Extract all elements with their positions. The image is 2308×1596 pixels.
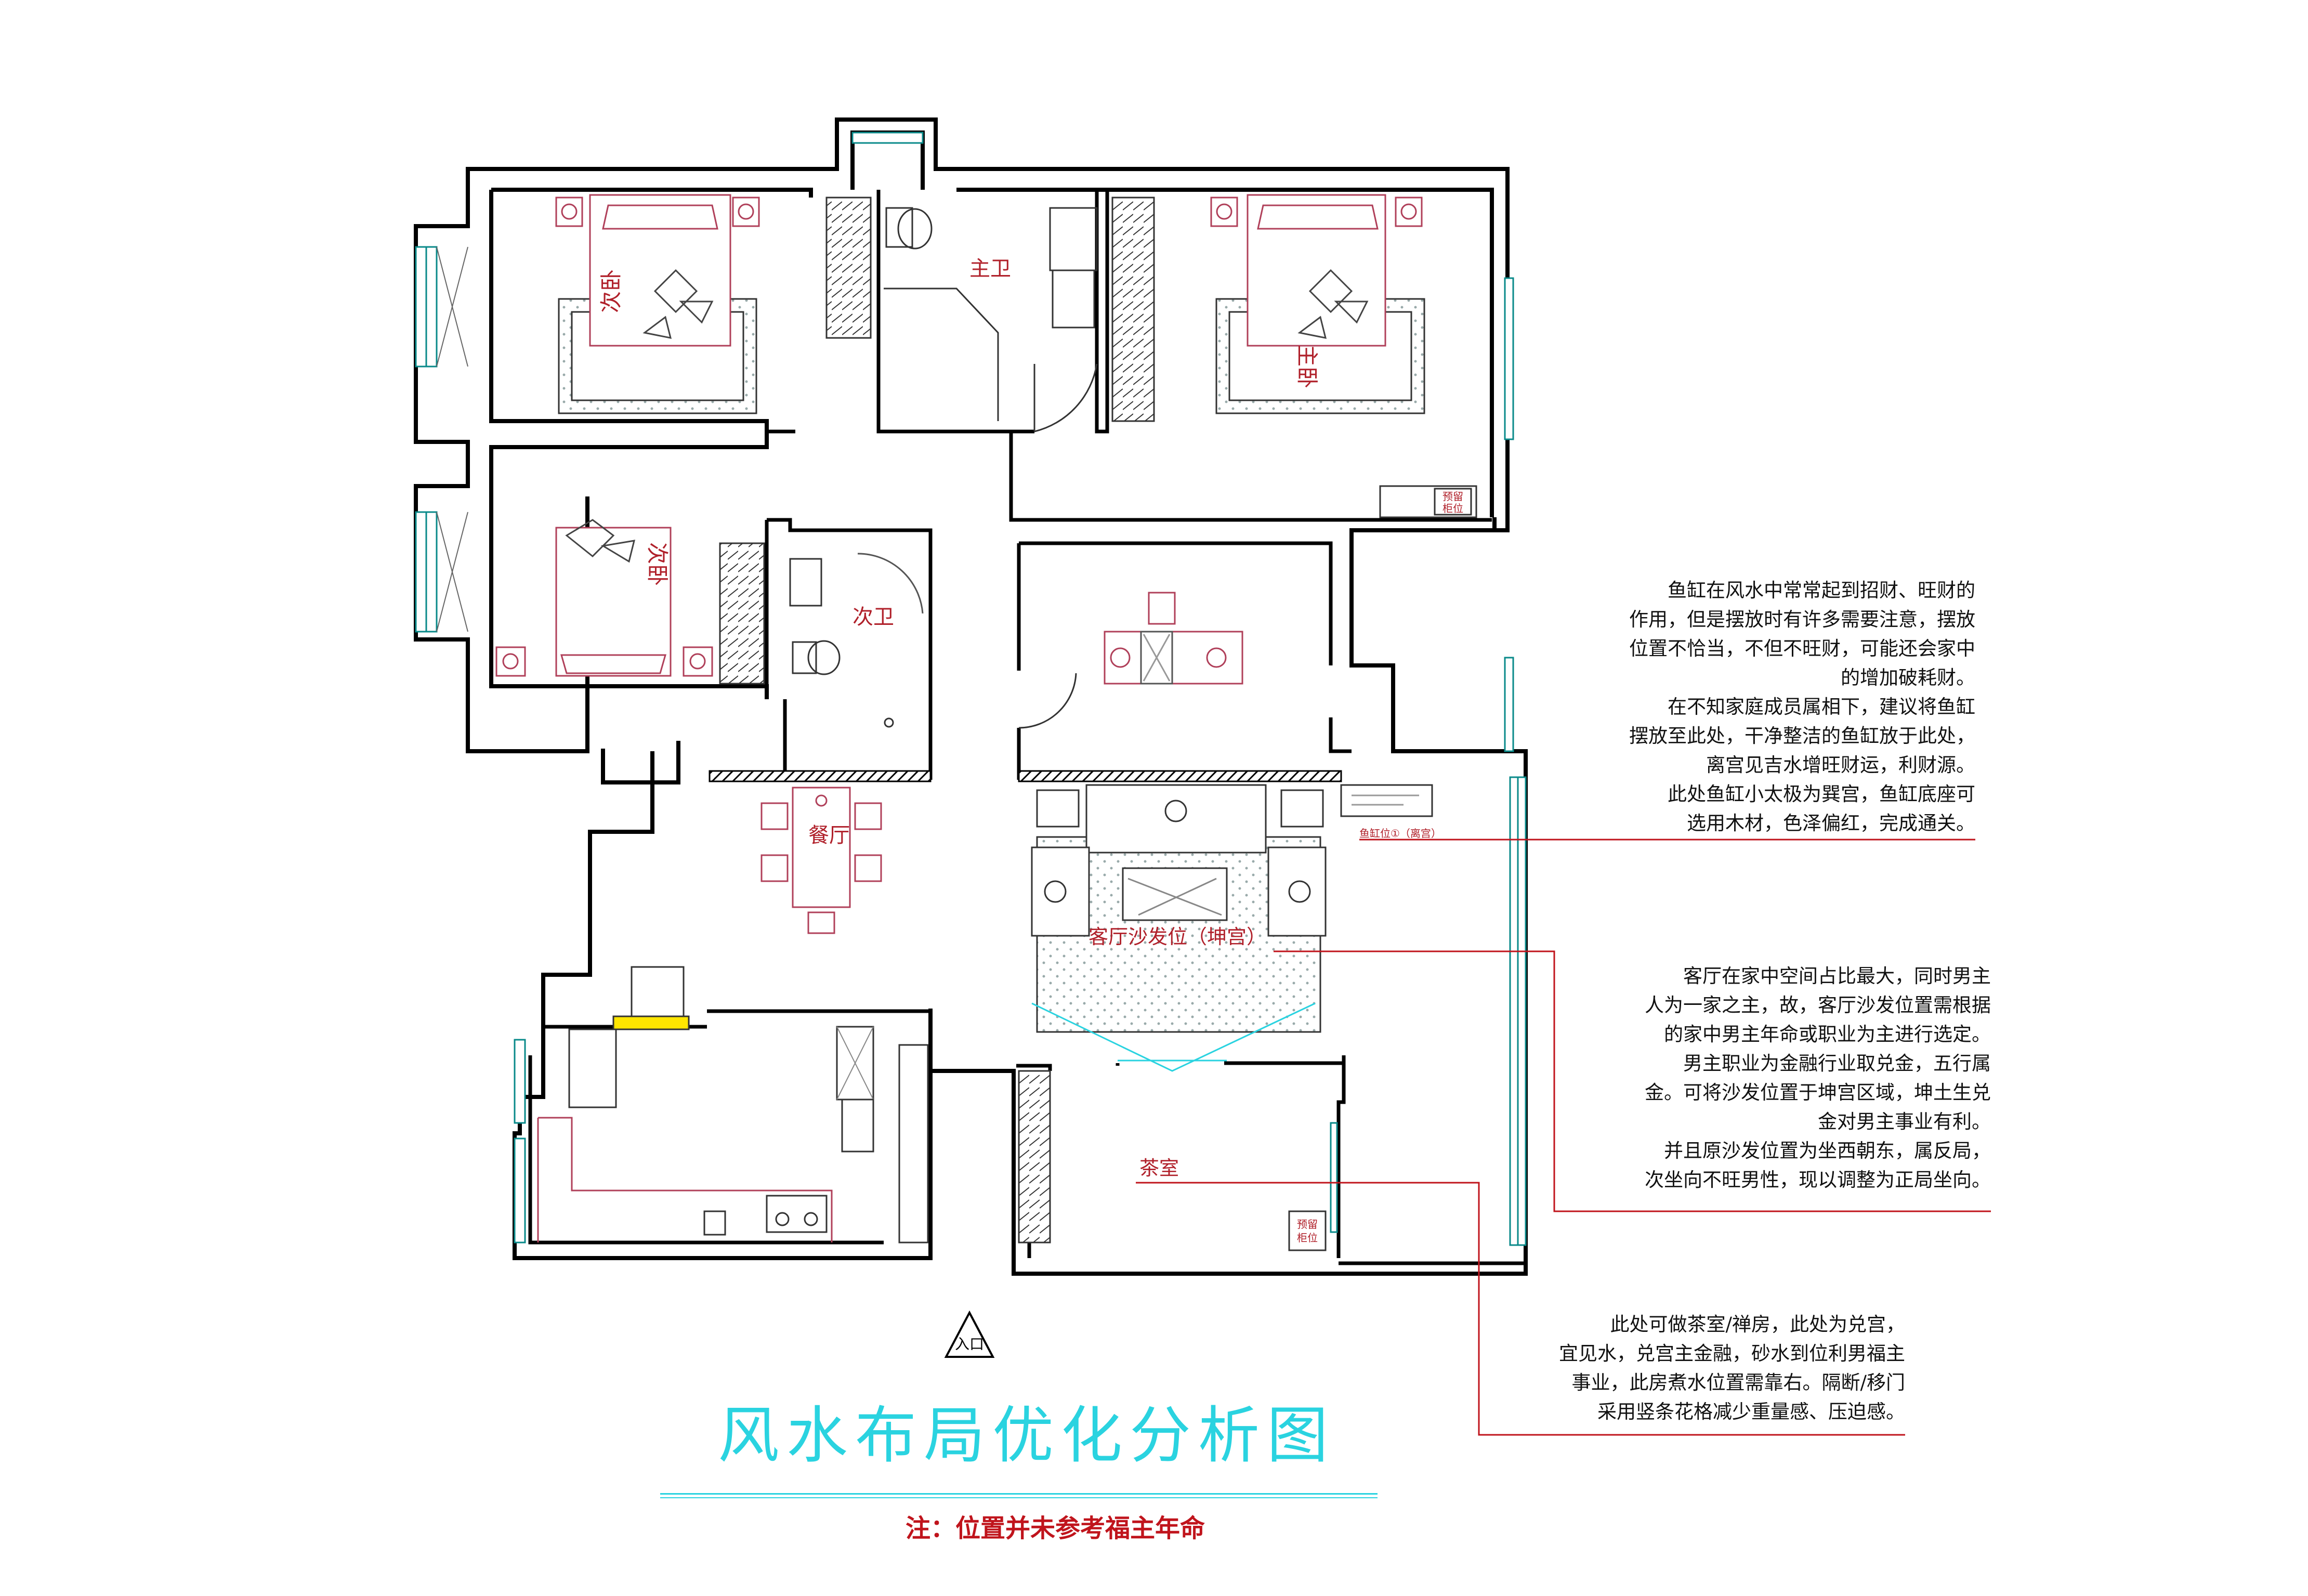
label-living-sofa: 客厅沙发位（坤宫） xyxy=(1089,925,1266,948)
dining-set xyxy=(760,787,882,934)
note-line: 离宫见吉水增旺财运，利财源。 xyxy=(1706,754,1975,776)
living-sofa-set xyxy=(1031,784,1327,1033)
label-reserve-1: 预留 xyxy=(1442,490,1463,503)
note-line: 此处可做茶室/禅房，此处为兑宫， xyxy=(1610,1313,1905,1336)
note-line: 作用，但是摆放时有许多需要注意，摆放 xyxy=(1629,608,1975,631)
entrance-marker: 入口 xyxy=(944,1310,995,1358)
note-line: 鱼缸在风水中常常起到招财、旺财的 xyxy=(1668,579,1975,601)
note-line: 在不知家庭成员属相下，建议将鱼缸 xyxy=(1668,696,1975,718)
note-line: 摆放至此处，干净整洁的鱼缸放于此处， xyxy=(1629,725,1975,747)
footnote: 注：位置并未参考福主年命 xyxy=(905,1514,1205,1543)
note-line: 选用木材，色泽偏红，完成通关。 xyxy=(1687,812,1975,834)
note-line: 次坐向不旺男性，现以调整为正局坐向。 xyxy=(1645,1169,1991,1191)
second-bath-fixtures xyxy=(789,553,924,728)
entrance-label: 入口 xyxy=(955,1336,984,1353)
note-sofa: 客厅在家中空间占比最大，同时男主 人为一家之主，故，客厅沙发位置需根据 的家中男… xyxy=(1554,962,1991,1195)
note-line: 宜见水，兑宫主金融，砂水到位利男福主 xyxy=(1559,1342,1905,1365)
bed-second-a xyxy=(555,194,760,414)
note-line: 并且原沙发位置为坐西朝东，属反局， xyxy=(1664,1140,1991,1162)
label-dining: 餐厅 xyxy=(808,823,850,847)
note-line: 的家中男主年命或职业为主进行选定。 xyxy=(1664,1023,1991,1045)
bed-second-b xyxy=(495,519,713,677)
master-bath-fixtures xyxy=(884,207,1098,433)
label-fish-tank: 鱼缸位①（离宫） xyxy=(1359,827,1441,840)
label-second-bath: 次卫 xyxy=(853,605,894,629)
hatched-wall-left xyxy=(709,770,932,782)
note-line: 的增加破耗财。 xyxy=(1841,666,1975,689)
study-desk xyxy=(1018,592,1243,729)
note-line: 采用竖条花格减少重量感、压迫感。 xyxy=(1597,1401,1905,1423)
label-second-bedroom-b: 次卧 xyxy=(645,542,670,586)
label-tea-room: 茶室 xyxy=(1139,1157,1179,1180)
windows xyxy=(415,132,1527,1246)
fish-tank xyxy=(1340,784,1433,817)
bed-master xyxy=(1210,194,1477,518)
label-master-bath: 主卫 xyxy=(969,257,1011,281)
note-tea-room: 此处可做茶室/禅房，此处为兑宫， 宜见水，兑宫主金融，砂水到位利男福主 事业，此… xyxy=(1492,1310,1905,1427)
note-line: 位置不恰当，不但不旺财，可能还会家中 xyxy=(1629,637,1975,660)
hatched-wall-right xyxy=(1018,770,1342,782)
sofa-direction-marker xyxy=(1031,1002,1316,1072)
title-underline xyxy=(660,1493,1378,1498)
label-reserve-2: 柜位 xyxy=(1442,502,1463,515)
label-reserve-3: 预留 xyxy=(1297,1218,1318,1231)
annotation-leader-lines xyxy=(1136,839,1991,1436)
note-line: 此处鱼缸小太极为巽宫，鱼缸底座可 xyxy=(1668,783,1975,805)
note-line: 事业，此房煮水位置需靠右。隔断/移门 xyxy=(1571,1371,1905,1394)
note-line: 客厅在家中空间占比最大，同时男主 xyxy=(1683,965,1991,987)
tea-room-cabinet xyxy=(1288,1210,1327,1251)
label-reserve-4: 柜位 xyxy=(1297,1232,1318,1244)
label-second-bedroom-a: 次卧 xyxy=(598,269,624,313)
wardrobes xyxy=(719,197,1155,1244)
page-title: 风水布局优化分析图 xyxy=(717,1399,1335,1471)
note-line: 男主职业为金融行业取兑金，五行属 xyxy=(1683,1052,1991,1075)
note-fish-tank: 鱼缸在风水中常常起到招财、旺财的 作用，但是摆放时有许多需要注意，摆放 位置不恰… xyxy=(1533,576,1975,838)
note-line: 人为一家之主，故，客厅沙发位置需根据 xyxy=(1645,994,1991,1016)
kitchen-counters xyxy=(537,966,874,1242)
label-master-bedroom: 主卧 xyxy=(1294,345,1320,388)
note-line: 金。可将沙发位置于坤宫区域，坤土生兑 xyxy=(1645,1081,1991,1104)
note-line: 金对男主事业有利。 xyxy=(1818,1110,1991,1133)
